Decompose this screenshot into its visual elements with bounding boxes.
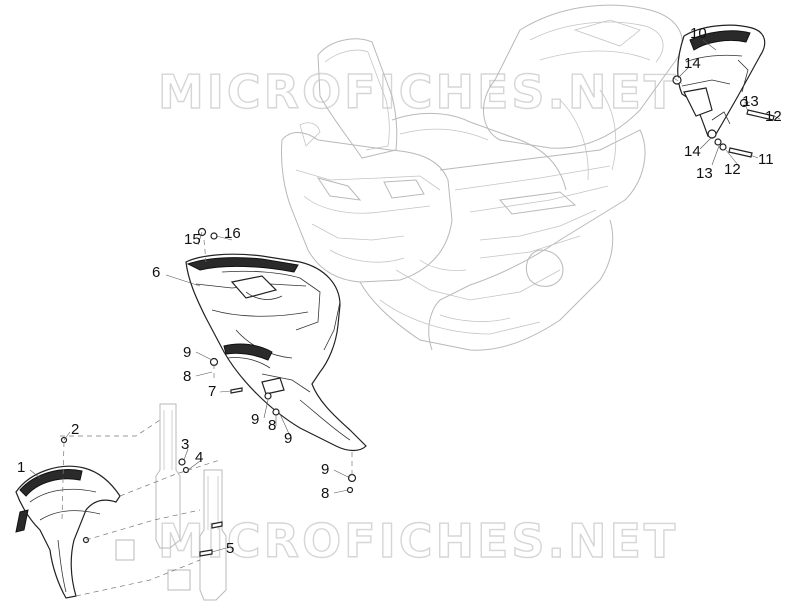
watermark-top: MICROFICHES.NET xyxy=(158,65,678,119)
callout-4: 4 xyxy=(195,449,203,466)
callout-3: 3 xyxy=(181,436,189,453)
callout-8: 8 xyxy=(321,485,329,502)
front-mudguard-assembly xyxy=(15,436,121,599)
callout-9: 9 xyxy=(321,461,329,478)
callout-11: 11 xyxy=(758,151,774,168)
callout-2: 2 xyxy=(71,421,79,438)
callout-14: 14 xyxy=(684,143,701,160)
callout-leader-lines xyxy=(29,39,781,553)
callout-12: 12 xyxy=(765,108,782,125)
scooter-body-ghost xyxy=(281,4,683,351)
front-fork-ghost xyxy=(115,403,227,601)
callout-15: 15 xyxy=(184,231,201,248)
callout-9: 9 xyxy=(251,411,259,428)
callout-numbers: 10 14 13 12 14 11 13 12 15 16 6 9 8 7 9 … xyxy=(17,25,782,557)
callout-8: 8 xyxy=(268,417,276,434)
callout-1: 1 xyxy=(17,459,25,476)
assembly-dashed-lines xyxy=(60,77,749,597)
callout-10: 10 xyxy=(690,25,707,42)
callout-9: 9 xyxy=(284,430,292,447)
callout-8: 8 xyxy=(183,368,191,385)
front-shield-assembly xyxy=(185,227,367,494)
callout-12: 12 xyxy=(724,161,741,178)
callout-9: 9 xyxy=(183,344,191,361)
callout-6: 6 xyxy=(152,264,160,281)
callout-13: 13 xyxy=(696,165,713,182)
callout-13: 13 xyxy=(742,93,759,110)
callout-7: 7 xyxy=(208,383,216,400)
callout-14: 14 xyxy=(684,55,701,72)
callout-16: 16 xyxy=(224,225,241,242)
watermark-bottom: MICROFICHES.NET xyxy=(158,514,678,568)
callout-5: 5 xyxy=(226,540,234,557)
rear-hugger-assembly xyxy=(672,24,775,158)
